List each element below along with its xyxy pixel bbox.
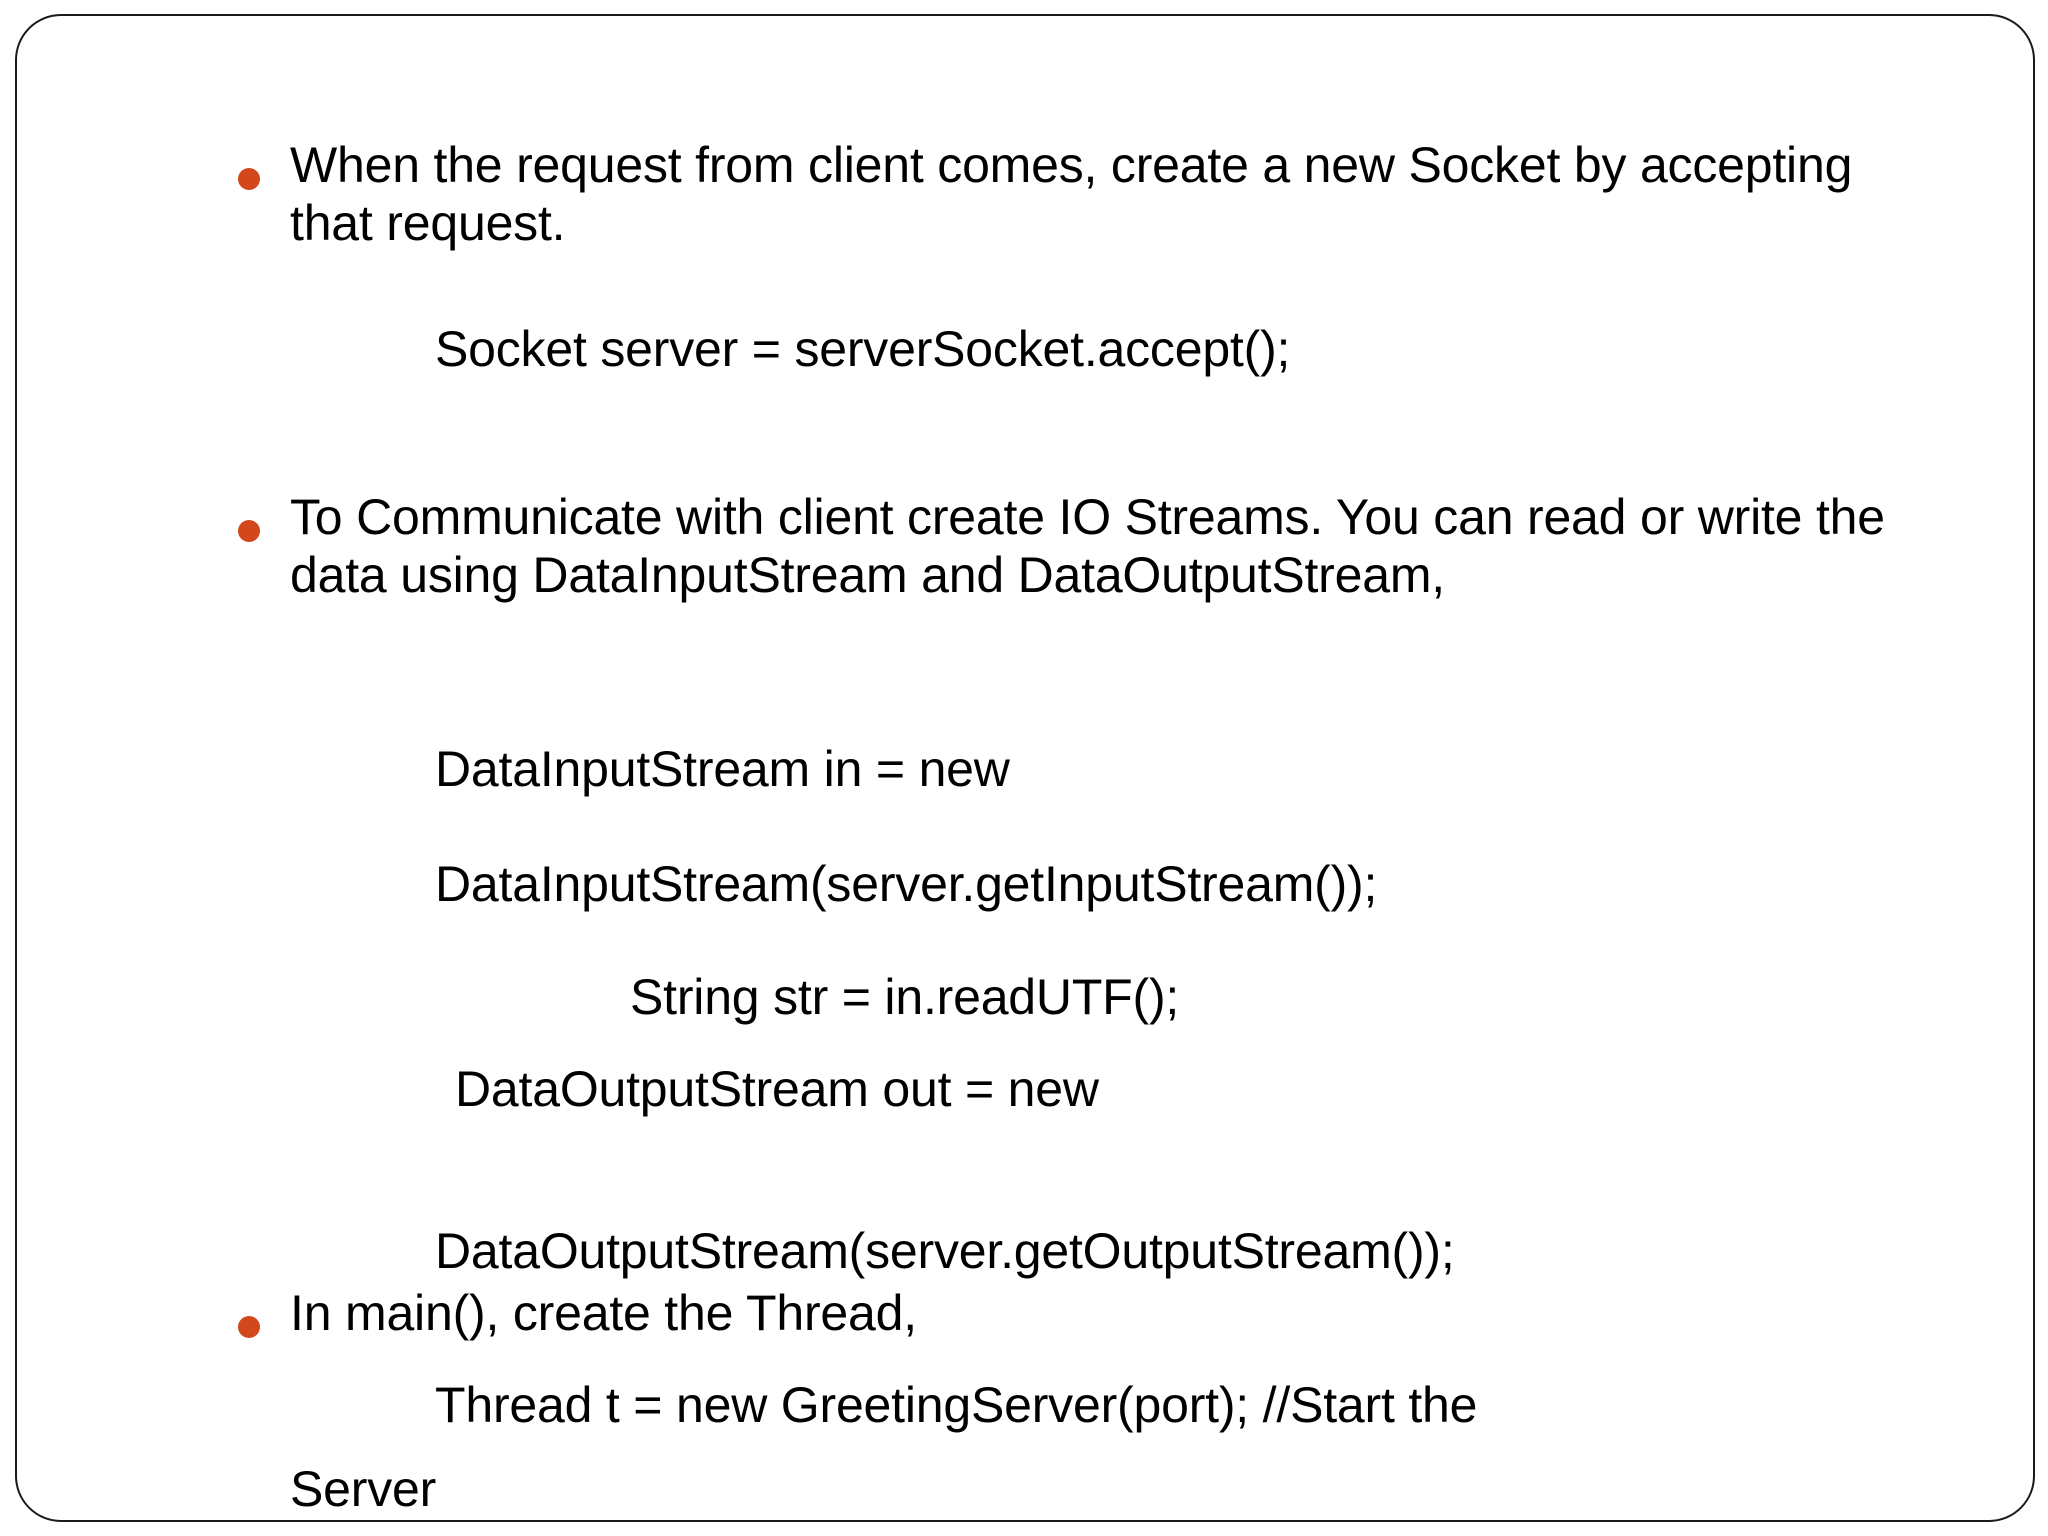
bullet-in-main: In main(), create the Thread,: [290, 1285, 917, 1341]
code-socket-accept: Socket server = serverSocket.accept();: [435, 321, 1291, 377]
code-datainputstream-ctor: DataInputStream(server.getInputStream())…: [435, 856, 1378, 912]
bullet-when-request: When the request from client comes, crea…: [290, 137, 1853, 251]
code-string-readutf: String str = in.readUTF();: [630, 969, 1180, 1025]
bullet-marker-icon: [238, 168, 260, 190]
code-dataoutputstream-ctor: DataOutputStream(server.getOutputStream(…: [435, 1223, 1455, 1279]
bullet-to-communicate: To Communicate with client create IO Str…: [290, 489, 1885, 603]
bullet-marker-icon: [238, 1316, 260, 1338]
code-thread-server-cont: Server: [290, 1461, 437, 1517]
code-datainputstream-decl: DataInputStream in = new: [435, 741, 1010, 797]
bullet-marker-icon: [238, 520, 260, 542]
code-dataoutputstream-decl: DataOutputStream out = new: [455, 1061, 1099, 1117]
code-thread-new: Thread t = new GreetingServer(port); //S…: [435, 1377, 1478, 1433]
